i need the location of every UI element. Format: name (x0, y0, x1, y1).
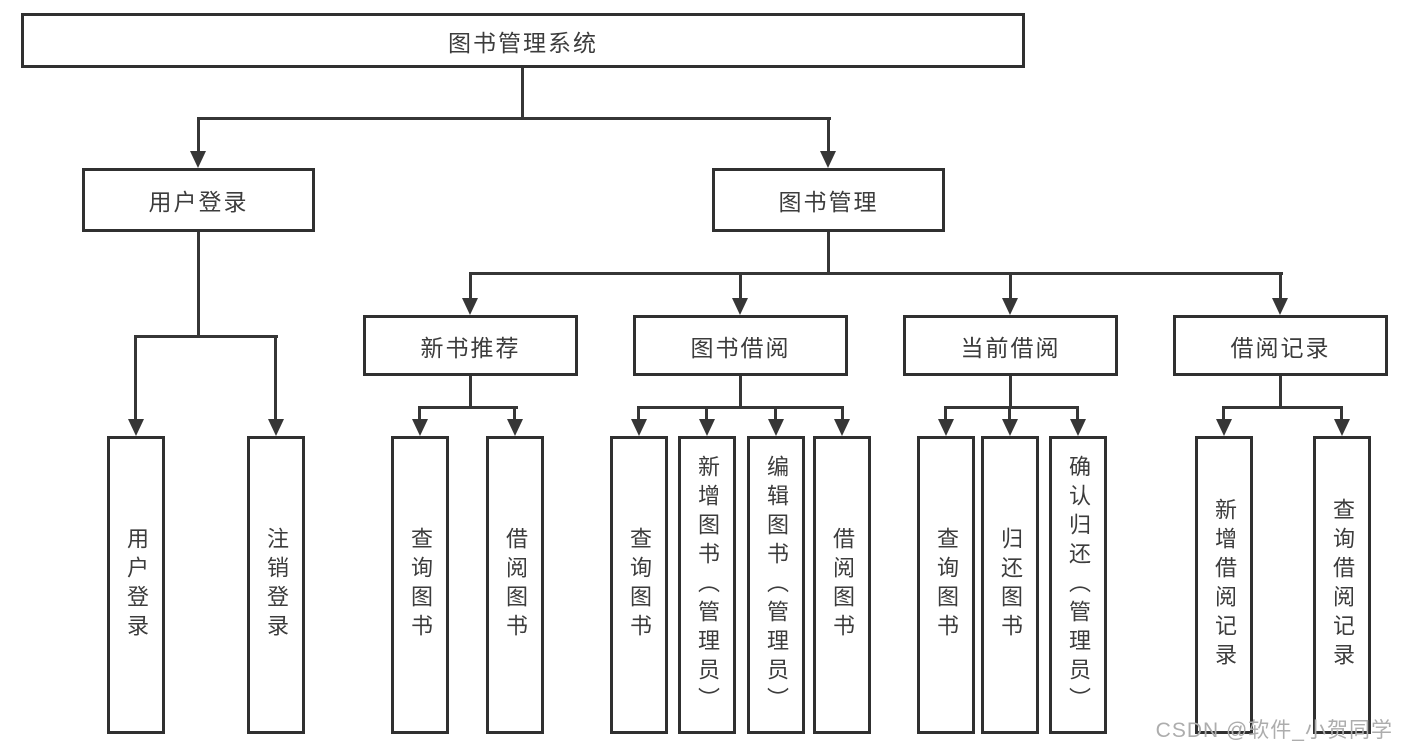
connector-line (1076, 406, 1079, 419)
leaf-edit-book-admin: 编辑图书（管理员） (747, 436, 805, 734)
connector-line (827, 232, 830, 275)
connector-line (944, 406, 947, 419)
node-root-library-management-system: 图书管理系统 (21, 13, 1025, 68)
connector-line (134, 335, 278, 338)
leaf-label: 查询借阅记录 (1330, 498, 1355, 672)
connector-line (827, 117, 830, 152)
arrow-down (631, 419, 647, 436)
watermark-text: CSDN @软件_小贺同学 (1155, 719, 1393, 742)
connector-line (1279, 376, 1282, 409)
connector-line (1009, 376, 1012, 409)
leaf-query-books-recommend: 查询图书 (391, 436, 449, 734)
leaf-confirm-return-admin: 确认归还（管理员） (1049, 436, 1107, 734)
connector-line (1279, 272, 1282, 298)
connector-line (418, 406, 518, 409)
arrow-down (820, 151, 836, 168)
leaf-return-book: 归还图书 (981, 436, 1039, 734)
arrow-down (834, 419, 850, 436)
arrow-down (507, 419, 523, 436)
arrow-down (1002, 298, 1018, 315)
connector-line (134, 335, 137, 419)
connector-line (418, 406, 421, 419)
connector-line (1340, 406, 1343, 419)
arrow-down (699, 419, 715, 436)
arrow-down (462, 298, 478, 315)
leaf-label: 新增图书（管理员） (695, 454, 720, 716)
connector-line (469, 272, 1283, 275)
node-label: 图书管理系统 (448, 29, 598, 56)
connector-line (739, 272, 742, 298)
connector-line (197, 117, 200, 152)
node-current-borrowing: 当前借阅 (903, 315, 1118, 376)
arrow-down (1070, 419, 1086, 436)
leaf-label: 查询图书 (934, 527, 959, 643)
connector-line (197, 232, 200, 338)
node-book-management: 图书管理 (712, 168, 945, 232)
node-label: 当前借阅 (960, 334, 1061, 361)
arrow-down (128, 419, 144, 436)
leaf-label: 编辑图书（管理员） (764, 454, 789, 716)
connector-line (469, 376, 472, 409)
leaf-label: 新增借阅记录 (1212, 498, 1237, 672)
node-new-book-recommendation: 新书推荐 (363, 315, 578, 376)
arrow-down (732, 298, 748, 315)
connector-line (469, 272, 472, 298)
leaf-label: 归还图书 (998, 527, 1023, 643)
leaf-add-borrow-record: 新增借阅记录 (1195, 436, 1253, 734)
leaf-borrow-books-recommend: 借阅图书 (486, 436, 544, 734)
arrow-down (938, 419, 954, 436)
connector-line (521, 68, 524, 119)
leaf-logout: 注销登录 (247, 436, 305, 734)
connector-line (1222, 406, 1343, 409)
arrow-down (1272, 298, 1288, 315)
arrow-down (1334, 419, 1350, 436)
leaf-label: 借阅图书 (830, 527, 855, 643)
connector-line (637, 406, 844, 409)
arrow-down (412, 419, 428, 436)
node-label: 借阅记录 (1230, 334, 1331, 361)
leaf-query-books-current: 查询图书 (917, 436, 975, 734)
arrow-down (268, 419, 284, 436)
leaf-label: 注销登录 (264, 527, 289, 643)
arrow-down (1002, 419, 1018, 436)
node-user-login: 用户登录 (82, 168, 315, 232)
connector-line (197, 117, 831, 120)
connector-line (774, 406, 777, 419)
arrow-down (768, 419, 784, 436)
leaf-label: 用户登录 (124, 527, 149, 643)
connector-line (1009, 272, 1012, 298)
connector-line (944, 406, 1079, 409)
node-book-borrowing: 图书借阅 (633, 315, 848, 376)
connector-line (274, 335, 277, 419)
connector-line (841, 406, 844, 419)
leaf-add-book-admin: 新增图书（管理员） (678, 436, 736, 734)
leaf-borrow-books-borrowing: 借阅图书 (813, 436, 871, 734)
connector-line (513, 406, 516, 419)
leaf-label: 借阅图书 (503, 527, 528, 643)
connector-line (1008, 406, 1011, 419)
leaf-label: 查询图书 (408, 527, 433, 643)
node-label: 图书借阅 (690, 334, 791, 361)
connector-line (705, 406, 708, 419)
leaf-query-books-borrowing: 查询图书 (610, 436, 668, 734)
node-label: 新书推荐 (420, 334, 521, 361)
node-borrowing-records: 借阅记录 (1173, 315, 1388, 376)
node-label: 用户登录 (148, 189, 249, 215)
connector-line (1222, 406, 1225, 419)
connector-line (637, 406, 640, 419)
leaf-user-login: 用户登录 (107, 436, 165, 734)
leaf-query-borrow-record: 查询借阅记录 (1313, 436, 1371, 734)
connector-line (739, 376, 742, 409)
leaf-label: 确认归还（管理员） (1066, 454, 1091, 716)
leaf-label: 查询图书 (627, 527, 652, 643)
arrow-down (1216, 419, 1232, 436)
arrow-down (190, 151, 206, 168)
node-label: 图书管理 (778, 189, 879, 215)
